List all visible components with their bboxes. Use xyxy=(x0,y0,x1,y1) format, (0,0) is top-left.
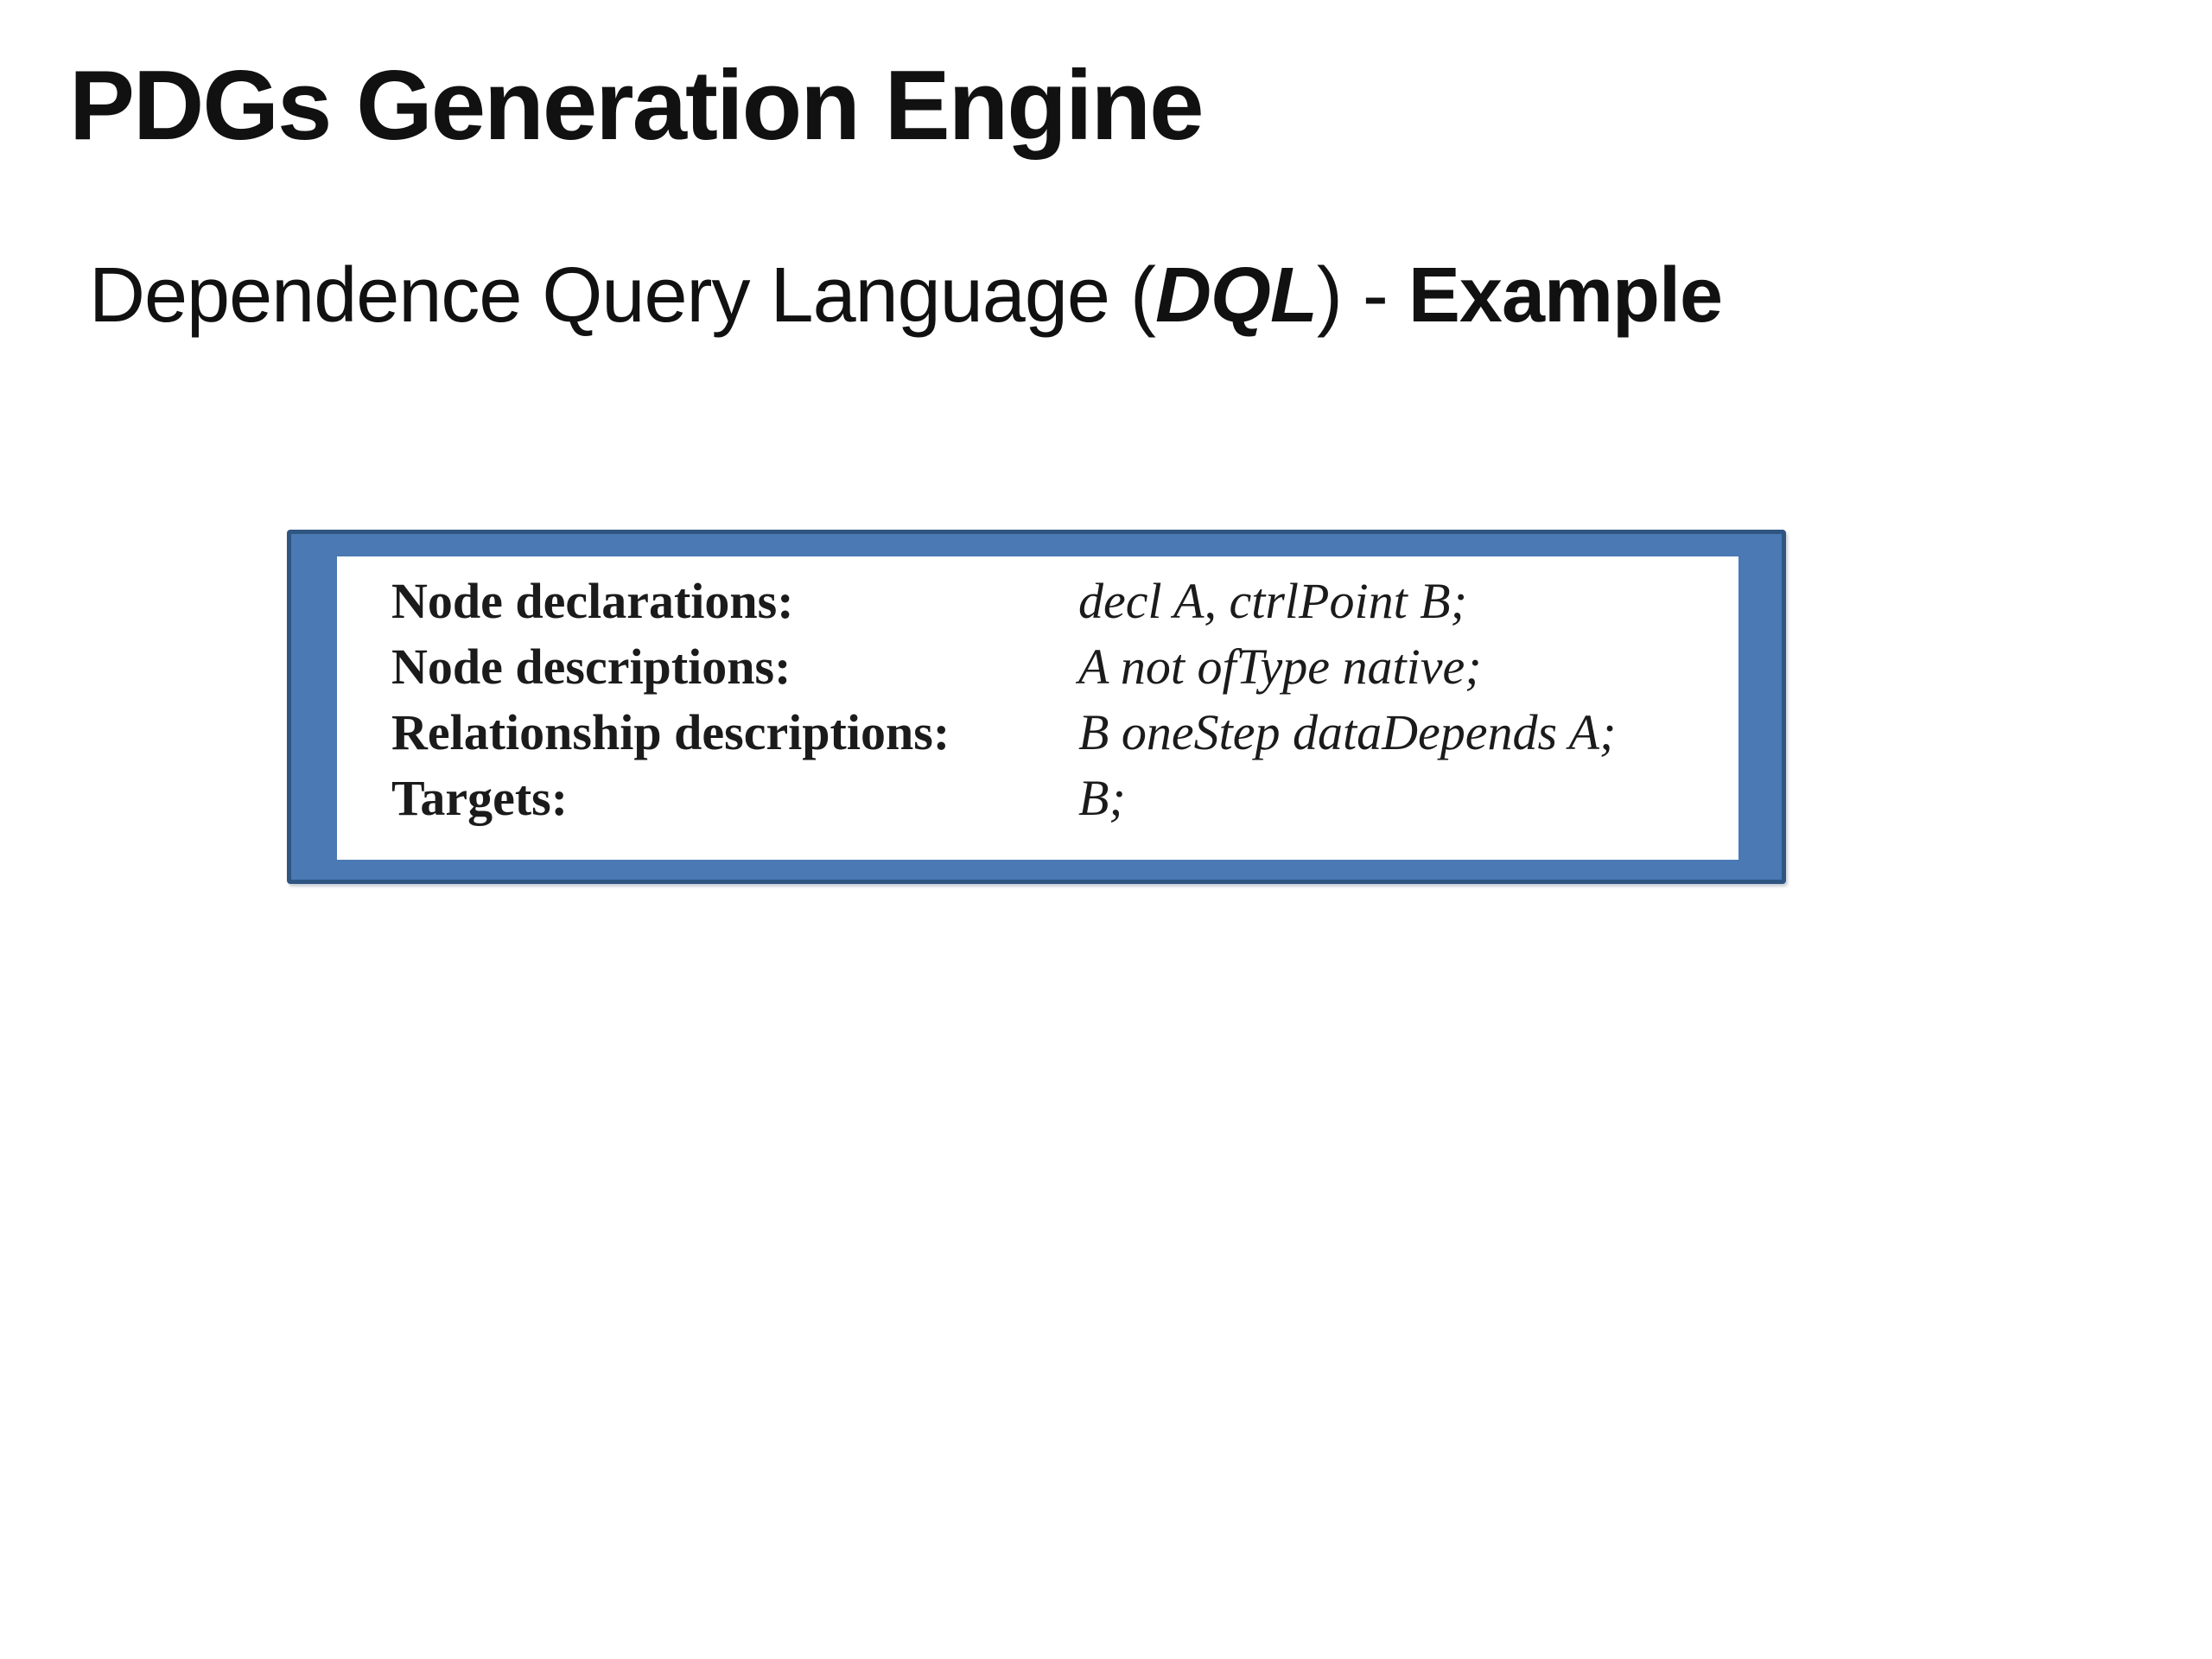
dql-row-value: B; xyxy=(1078,770,1126,826)
dql-row-value: A not ofType native; xyxy=(1078,639,1482,695)
dql-row-label: Targets: xyxy=(391,770,569,826)
dql-row-value: B oneStep dataDepends A; xyxy=(1078,704,1617,760)
subtitle-separator: ) - xyxy=(1316,252,1408,339)
subtitle-prefix: Dependence Query Language ( xyxy=(89,252,1156,339)
dql-row-value: decl A, ctrlPoint B; xyxy=(1078,573,1467,629)
slide-subtitle: Dependence Query Language (DQL) - Exampl… xyxy=(89,251,1723,340)
dql-row-label: Relationship descriptions: xyxy=(391,704,950,760)
dql-example-panel: Node declarations: decl A, ctrlPoint B; … xyxy=(337,556,1738,860)
dql-row-label: Node declarations: xyxy=(391,573,794,629)
dql-row-label: Node descriptions: xyxy=(391,639,791,695)
dql-example-frame: Node declarations: decl A, ctrlPoint B; … xyxy=(287,530,1786,884)
slide-title: PDGs Generation Engine xyxy=(69,51,1205,161)
subtitle-acronym: DQL xyxy=(1154,252,1318,339)
subtitle-emphasis: Example xyxy=(1408,252,1723,339)
dql-example-table: Node declarations: decl A, ctrlPoint B; … xyxy=(391,569,1725,831)
